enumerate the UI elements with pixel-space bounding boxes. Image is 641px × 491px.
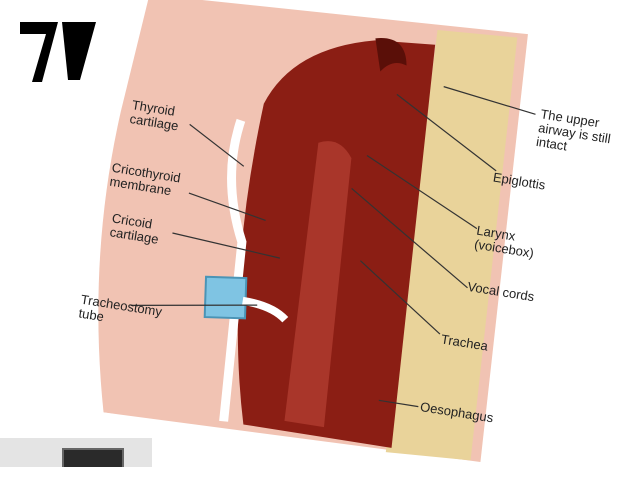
airway-diagram: The upper airway is still intact Thyroid…: [44, 0, 641, 491]
slide-title-fragment: [0, 0, 110, 90]
monitor-icon: [62, 448, 124, 467]
airway-illustration: [44, 0, 641, 491]
